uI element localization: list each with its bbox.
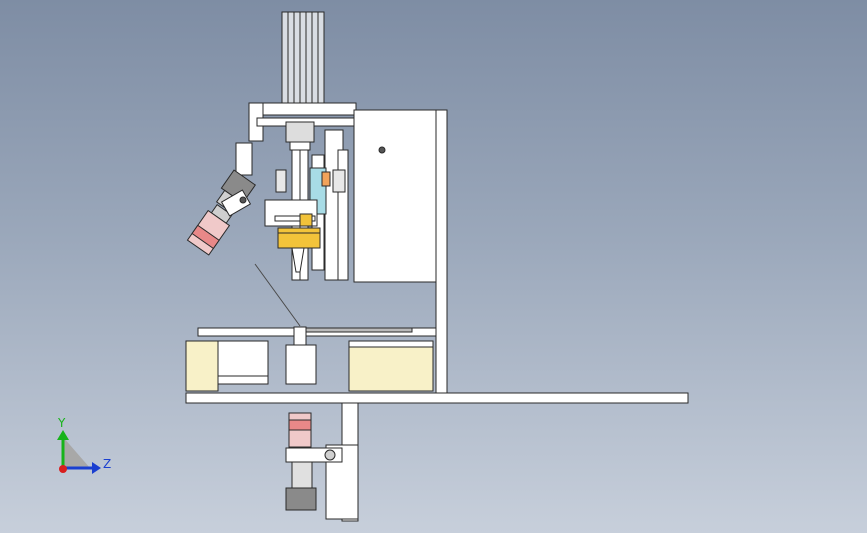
workpiece-body (285, 344, 317, 385)
y-axis-head (57, 430, 69, 440)
plate-top-face (299, 327, 413, 333)
x-axis-dot (59, 465, 67, 473)
z-axis-label: Z (103, 457, 111, 471)
top-motor (281, 11, 325, 105)
housing-screw (378, 146, 386, 154)
z-axis-head (92, 462, 101, 474)
workpiece-neck (293, 326, 307, 346)
axis-triad: Y Z (57, 416, 111, 474)
clamp-knob-left (275, 169, 287, 193)
adjust-clamp (299, 213, 313, 227)
sight-line (254, 263, 301, 327)
lower-sensor (285, 412, 343, 511)
fixture-block-left (185, 340, 219, 392)
fixture-right-top (348, 340, 434, 348)
slide-indicator (321, 171, 331, 187)
gripper-top (277, 227, 321, 234)
clamp-knob-right (332, 169, 346, 193)
angled-camera (186, 169, 257, 256)
y-axis-label: Y (57, 416, 66, 430)
vertical-column (435, 109, 448, 396)
adjust-slot (274, 215, 316, 222)
gripper-finger (291, 247, 305, 273)
triad-plane (63, 437, 90, 468)
mount-screw (239, 196, 247, 204)
gripper (277, 231, 321, 249)
fixture-left-base (217, 375, 269, 385)
fixture-block-right (348, 340, 434, 392)
base-beam (185, 392, 689, 404)
main-housing (353, 109, 438, 283)
